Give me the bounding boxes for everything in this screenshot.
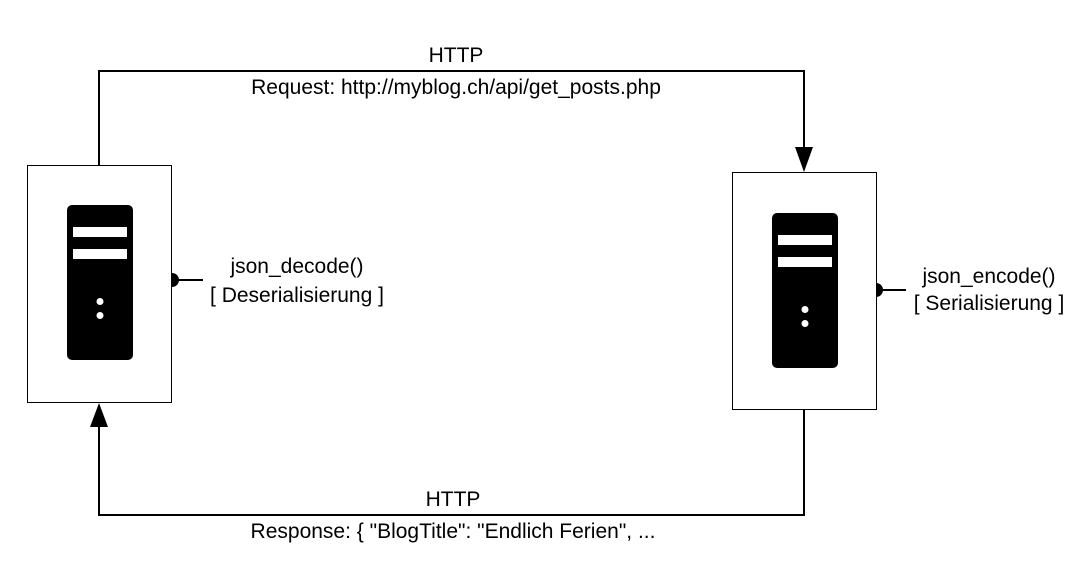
response-protocol-label: HTTP [425, 488, 481, 511]
server-function-label: json_encode() [922, 265, 1056, 288]
client-server-icon [67, 205, 133, 360]
request-label: Request: http://myblog.ch/api/get_posts.… [251, 76, 661, 99]
client-function-label: json_decode() [230, 255, 364, 278]
response-arrowhead [90, 403, 108, 427]
server-server-icon [772, 213, 838, 368]
request-arrowhead [795, 147, 813, 172]
server-box [732, 172, 877, 410]
response-line [98, 409, 805, 516]
request-line [98, 70, 805, 165]
client-box [27, 165, 172, 403]
request-protocol-label: HTTP [428, 44, 484, 67]
server-operation-label: [ Serialisierung ] [913, 292, 1065, 315]
response-label: Response: { "BlogTitle": "Endlich Ferien… [250, 520, 656, 543]
client-operation-label: [ Deserialisierung ] [210, 284, 384, 307]
